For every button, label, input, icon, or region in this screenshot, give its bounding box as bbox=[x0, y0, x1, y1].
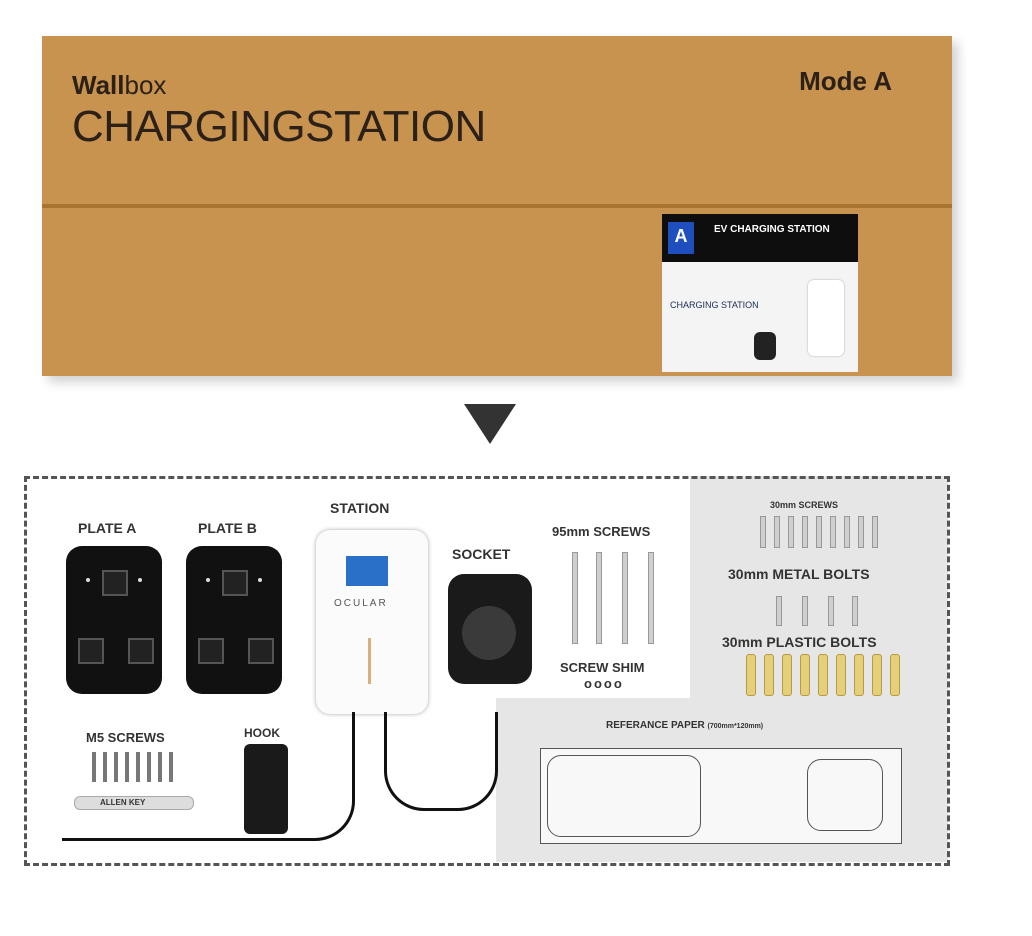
plastic-bolt bbox=[782, 654, 792, 696]
label-header: A EV CHARGING STATION bbox=[662, 214, 858, 262]
screws-95-label: 95mm SCREWS bbox=[552, 524, 651, 539]
plate-slot bbox=[102, 570, 128, 596]
product-box: Wallbox CHARGINGSTATION Mode A A EV CHAR… bbox=[42, 36, 952, 376]
socket-holder bbox=[448, 574, 532, 684]
box-title: CHARGINGSTATION bbox=[72, 102, 486, 151]
station-screen bbox=[346, 556, 388, 586]
station-cable bbox=[62, 712, 355, 841]
label-unit-image bbox=[808, 280, 844, 356]
screw bbox=[774, 516, 780, 548]
screws-30-label: 30mm SCREWS bbox=[770, 500, 839, 510]
socket-label: SOCKET bbox=[452, 546, 511, 562]
m5-screws bbox=[92, 752, 176, 782]
reference-paper-title: REFERANCE PAPER bbox=[606, 720, 705, 731]
paper-outline-socket bbox=[807, 759, 883, 831]
plate-b bbox=[186, 546, 282, 694]
station-brand: OCULAR bbox=[334, 598, 388, 609]
reference-paper bbox=[540, 748, 902, 844]
screw bbox=[622, 552, 628, 644]
hook-label: HOOK bbox=[244, 726, 280, 740]
screw bbox=[572, 552, 578, 644]
screw bbox=[596, 552, 602, 644]
plastic-bolt bbox=[890, 654, 900, 696]
plastic-bolt bbox=[746, 654, 756, 696]
screw bbox=[648, 552, 654, 644]
brand-bold: Wall bbox=[72, 70, 125, 100]
contents-outline bbox=[24, 476, 950, 866]
station-label: STATION bbox=[330, 500, 390, 516]
plate-hole bbox=[138, 578, 142, 582]
plate-hole bbox=[258, 578, 262, 582]
plate-a bbox=[66, 546, 162, 694]
screw bbox=[802, 516, 808, 548]
charging-station: OCULAR bbox=[316, 530, 428, 714]
plate-slot bbox=[198, 638, 224, 664]
screw bbox=[788, 516, 794, 548]
label-logo-icon: A bbox=[668, 222, 694, 254]
socket-face bbox=[462, 606, 516, 660]
plate-a-label: PLATE A bbox=[78, 520, 137, 536]
metal-bolts-label: 30mm METAL BOLTS bbox=[728, 566, 870, 582]
bolt bbox=[852, 596, 858, 626]
label-product: CHARGING STATION bbox=[670, 300, 759, 310]
station-led bbox=[368, 638, 371, 684]
plastic-bolt bbox=[764, 654, 774, 696]
box-brand: Wallbox bbox=[72, 70, 166, 101]
box-label: A EV CHARGING STATION CHARGING STATION bbox=[662, 214, 858, 372]
plastic-bolt bbox=[836, 654, 846, 696]
label-heading: EV CHARGING STATION bbox=[714, 224, 830, 235]
screw-shim-label: SCREW SHIM bbox=[560, 660, 645, 675]
plastic-bolt bbox=[872, 654, 882, 696]
screw bbox=[872, 516, 878, 548]
screw bbox=[858, 516, 864, 548]
screw bbox=[844, 516, 850, 548]
screw bbox=[816, 516, 822, 548]
screw bbox=[760, 516, 766, 548]
down-arrow-icon bbox=[464, 404, 516, 444]
plastic-bolts-label: 30mm PLASTIC BOLTS bbox=[722, 634, 877, 650]
plastic-bolt bbox=[818, 654, 828, 696]
plate-slot bbox=[78, 638, 104, 664]
plastic-bolt bbox=[800, 654, 810, 696]
plate-hole bbox=[206, 578, 210, 582]
reference-paper-label: REFERANCE PAPER (700mm*120mm) bbox=[606, 720, 763, 731]
plate-slot bbox=[128, 638, 154, 664]
m5-screws-label: M5 SCREWS bbox=[86, 730, 165, 745]
allen-key-label: ALLEN KEY bbox=[100, 798, 146, 807]
screw bbox=[830, 516, 836, 548]
allen-key bbox=[74, 796, 194, 810]
box-seam bbox=[42, 204, 952, 208]
shim-marks: oooo bbox=[584, 676, 624, 691]
bolt bbox=[776, 596, 782, 626]
bolt bbox=[828, 596, 834, 626]
bolt bbox=[802, 596, 808, 626]
label-plug-image bbox=[754, 332, 776, 360]
plate-b-label: PLATE B bbox=[198, 520, 257, 536]
plate-hole bbox=[86, 578, 90, 582]
box-mode: Mode A bbox=[799, 66, 892, 96]
plate-slot bbox=[222, 570, 248, 596]
brand-light: box bbox=[124, 70, 167, 100]
plastic-bolt bbox=[854, 654, 864, 696]
paper-outline-station bbox=[547, 755, 701, 837]
hook bbox=[244, 744, 288, 834]
socket-cable bbox=[384, 712, 498, 811]
plate-slot bbox=[248, 638, 274, 664]
reference-paper-size: (700mm*120mm) bbox=[707, 723, 764, 730]
